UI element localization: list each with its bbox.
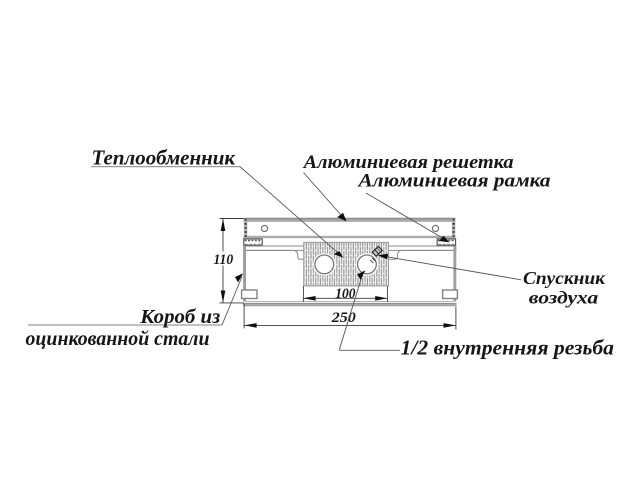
svg-text:1/2 внутренняя резьба: 1/2 внутренняя резьба xyxy=(401,336,615,360)
svg-text:100: 100 xyxy=(335,286,356,302)
svg-text:воздуха: воздуха xyxy=(529,288,599,308)
svg-text:Короб из: Короб из xyxy=(139,306,220,328)
svg-text:Теплообменник: Теплообменник xyxy=(92,145,237,169)
svg-text:110: 110 xyxy=(214,252,234,268)
svg-text:Алюминиевая рамка: Алюминиевая рамка xyxy=(357,171,551,192)
svg-text:Алюминиевая решетка: Алюминиевая решетка xyxy=(303,152,515,173)
svg-text:250: 250 xyxy=(331,310,357,326)
svg-text:Спускник: Спускник xyxy=(523,268,606,288)
svg-text:оцинкованной стали: оцинкованной стали xyxy=(26,328,210,350)
